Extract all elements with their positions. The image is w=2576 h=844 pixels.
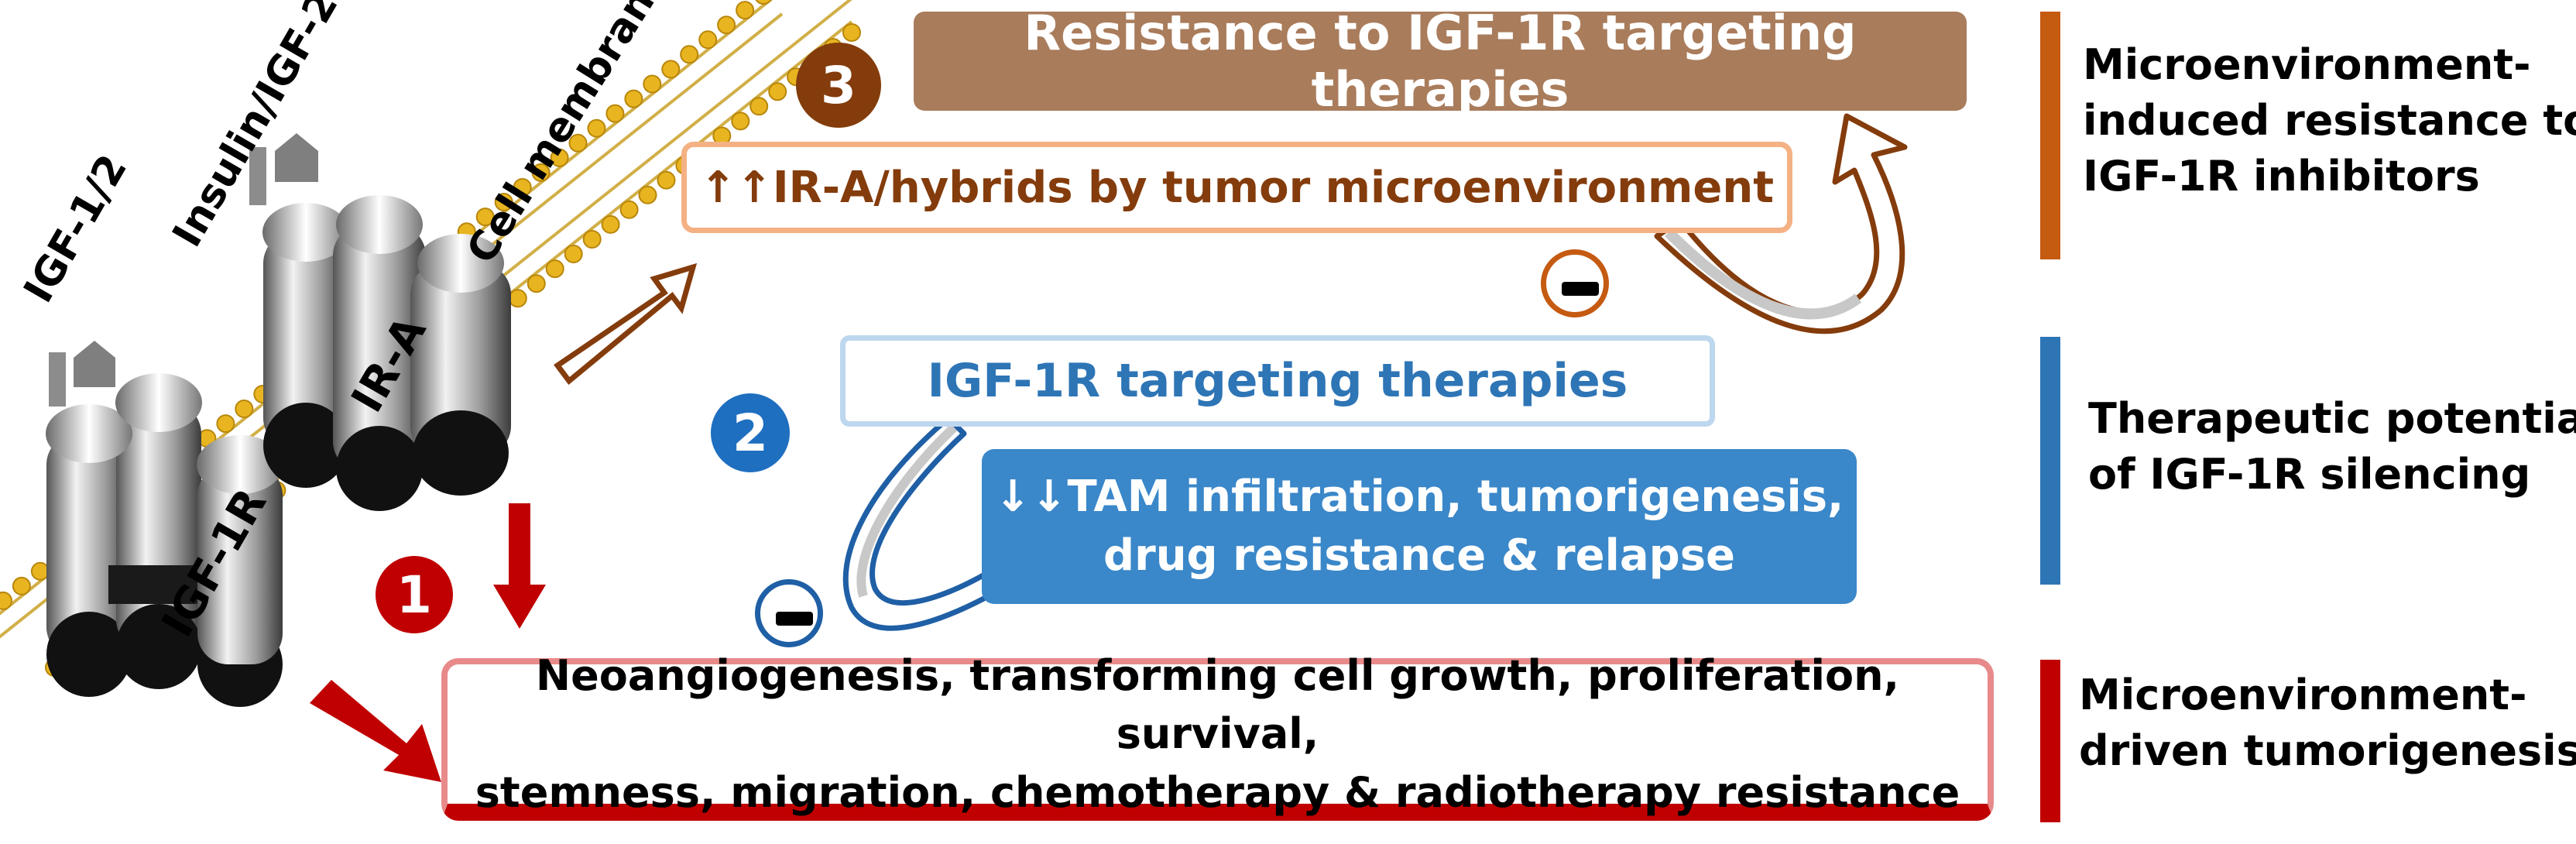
lipid-head <box>568 133 588 153</box>
lipid-head <box>508 289 527 308</box>
box-igf1r-therapies-text: IGF-1R targeting therapies <box>927 354 1628 408</box>
lipid-head <box>680 45 699 64</box>
lipid-head <box>531 163 551 182</box>
step-badge-1: 1 <box>376 556 453 633</box>
lipid-head <box>755 0 772 5</box>
legend-orange-line2: induced resistance to <box>2083 95 2576 145</box>
arrow-igf1r-diagonal <box>310 680 441 782</box>
ligand-igf12 <box>49 341 115 407</box>
arrow-ira-down <box>493 503 546 629</box>
lipid-head <box>638 185 657 204</box>
lipid-head <box>698 30 718 50</box>
box-tam-line2: drug resistance & relapse <box>1103 530 1736 581</box>
lipid-head <box>768 82 787 101</box>
legend-red-text: Microenvironment- driven tumorigenesis <box>2079 667 2576 779</box>
legend-bar-orange <box>2040 12 2060 259</box>
legend-blue-line2: of IGF-1R silencing <box>2088 449 2531 499</box>
legend-orange-text: Microenvironment- induced resistance to … <box>2083 37 2576 204</box>
legend-bar-red <box>2040 660 2060 822</box>
lipid-head <box>235 400 254 418</box>
ligand-insulin-igf2 <box>249 133 318 205</box>
lipid-head <box>545 259 564 279</box>
box-resistance: Resistance to IGF-1R targeting therapies <box>914 5 1967 118</box>
legend-blue-line1: Therapeutic potential <box>2088 394 2576 443</box>
lipid-head <box>527 274 546 293</box>
lipid-head <box>624 89 643 108</box>
lipid-head <box>475 208 495 227</box>
box-tumorigenesis-line2: stemness, migration, chemotherapy & radi… <box>475 767 1960 817</box>
lipid-head <box>564 245 583 263</box>
legend-orange-line3: IGF-1R inhibitors <box>2083 151 2480 201</box>
lipid-head <box>605 104 625 123</box>
inhibition-marker-blue <box>755 579 823 647</box>
lipid-head <box>582 230 602 249</box>
box-resistance-text: Resistance to IGF-1R targeting therapies <box>1024 5 1857 118</box>
lipid-head <box>216 414 235 434</box>
lipid-head <box>643 74 662 94</box>
legend-red-line1: Microenvironment- <box>2079 671 2527 719</box>
lipid-head <box>494 193 513 211</box>
receptor-igf1r <box>46 373 283 707</box>
lipid-head <box>12 576 31 595</box>
box-tumorigenesis: Neoangiogenesis, transforming cell growt… <box>441 651 1994 821</box>
lipid-head <box>30 561 50 581</box>
legend-orange-line1: Microenvironment- <box>2083 40 2531 89</box>
lipid-head <box>717 15 736 35</box>
box-ira-hybrids: ↑↑IR-A/hybrids by tumor microenvironment <box>681 142 1792 233</box>
lipid-head <box>513 178 532 197</box>
lipid-head <box>0 591 12 610</box>
lipid-head <box>657 170 676 190</box>
arrow-ira-up-hollow <box>554 262 698 386</box>
lipid-head <box>842 23 861 42</box>
box-igf1r-therapies: IGF-1R targeting therapies <box>840 335 1715 427</box>
legend-blue-text: Therapeutic potential of IGF-1R silencin… <box>2088 391 2576 503</box>
arrow-brown-curve <box>1654 113 1908 335</box>
legend-red-line2: driven tumorigenesis <box>2079 726 2576 775</box>
lipid-head <box>619 200 639 219</box>
lipid-head <box>736 1 755 20</box>
step-badge-2: 2 <box>711 393 790 472</box>
box-ira-hybrids-text: ↑↑IR-A/hybrids by tumor microenvironment <box>700 162 1774 213</box>
legend-bar-blue <box>2040 337 2060 585</box>
lipid-head <box>550 148 569 167</box>
lipid-head <box>661 60 681 79</box>
lipid-head <box>587 118 606 138</box>
box-tumorigenesis-line1: Neoangiogenesis, transforming cell growt… <box>535 650 1900 759</box>
inhibition-marker-brown <box>1541 249 1609 317</box>
receptor-ir-a <box>262 195 511 511</box>
box-tam: ↓↓TAM infiltration, tumorigenesis, drug … <box>982 449 1857 604</box>
step-badge-3: 3 <box>796 43 881 128</box>
box-tam-line1: ↓↓TAM infiltration, tumorigenesis, <box>994 472 1844 523</box>
lipid-head <box>749 97 769 116</box>
lipid-head <box>601 214 620 234</box>
lipid-head <box>731 112 750 131</box>
